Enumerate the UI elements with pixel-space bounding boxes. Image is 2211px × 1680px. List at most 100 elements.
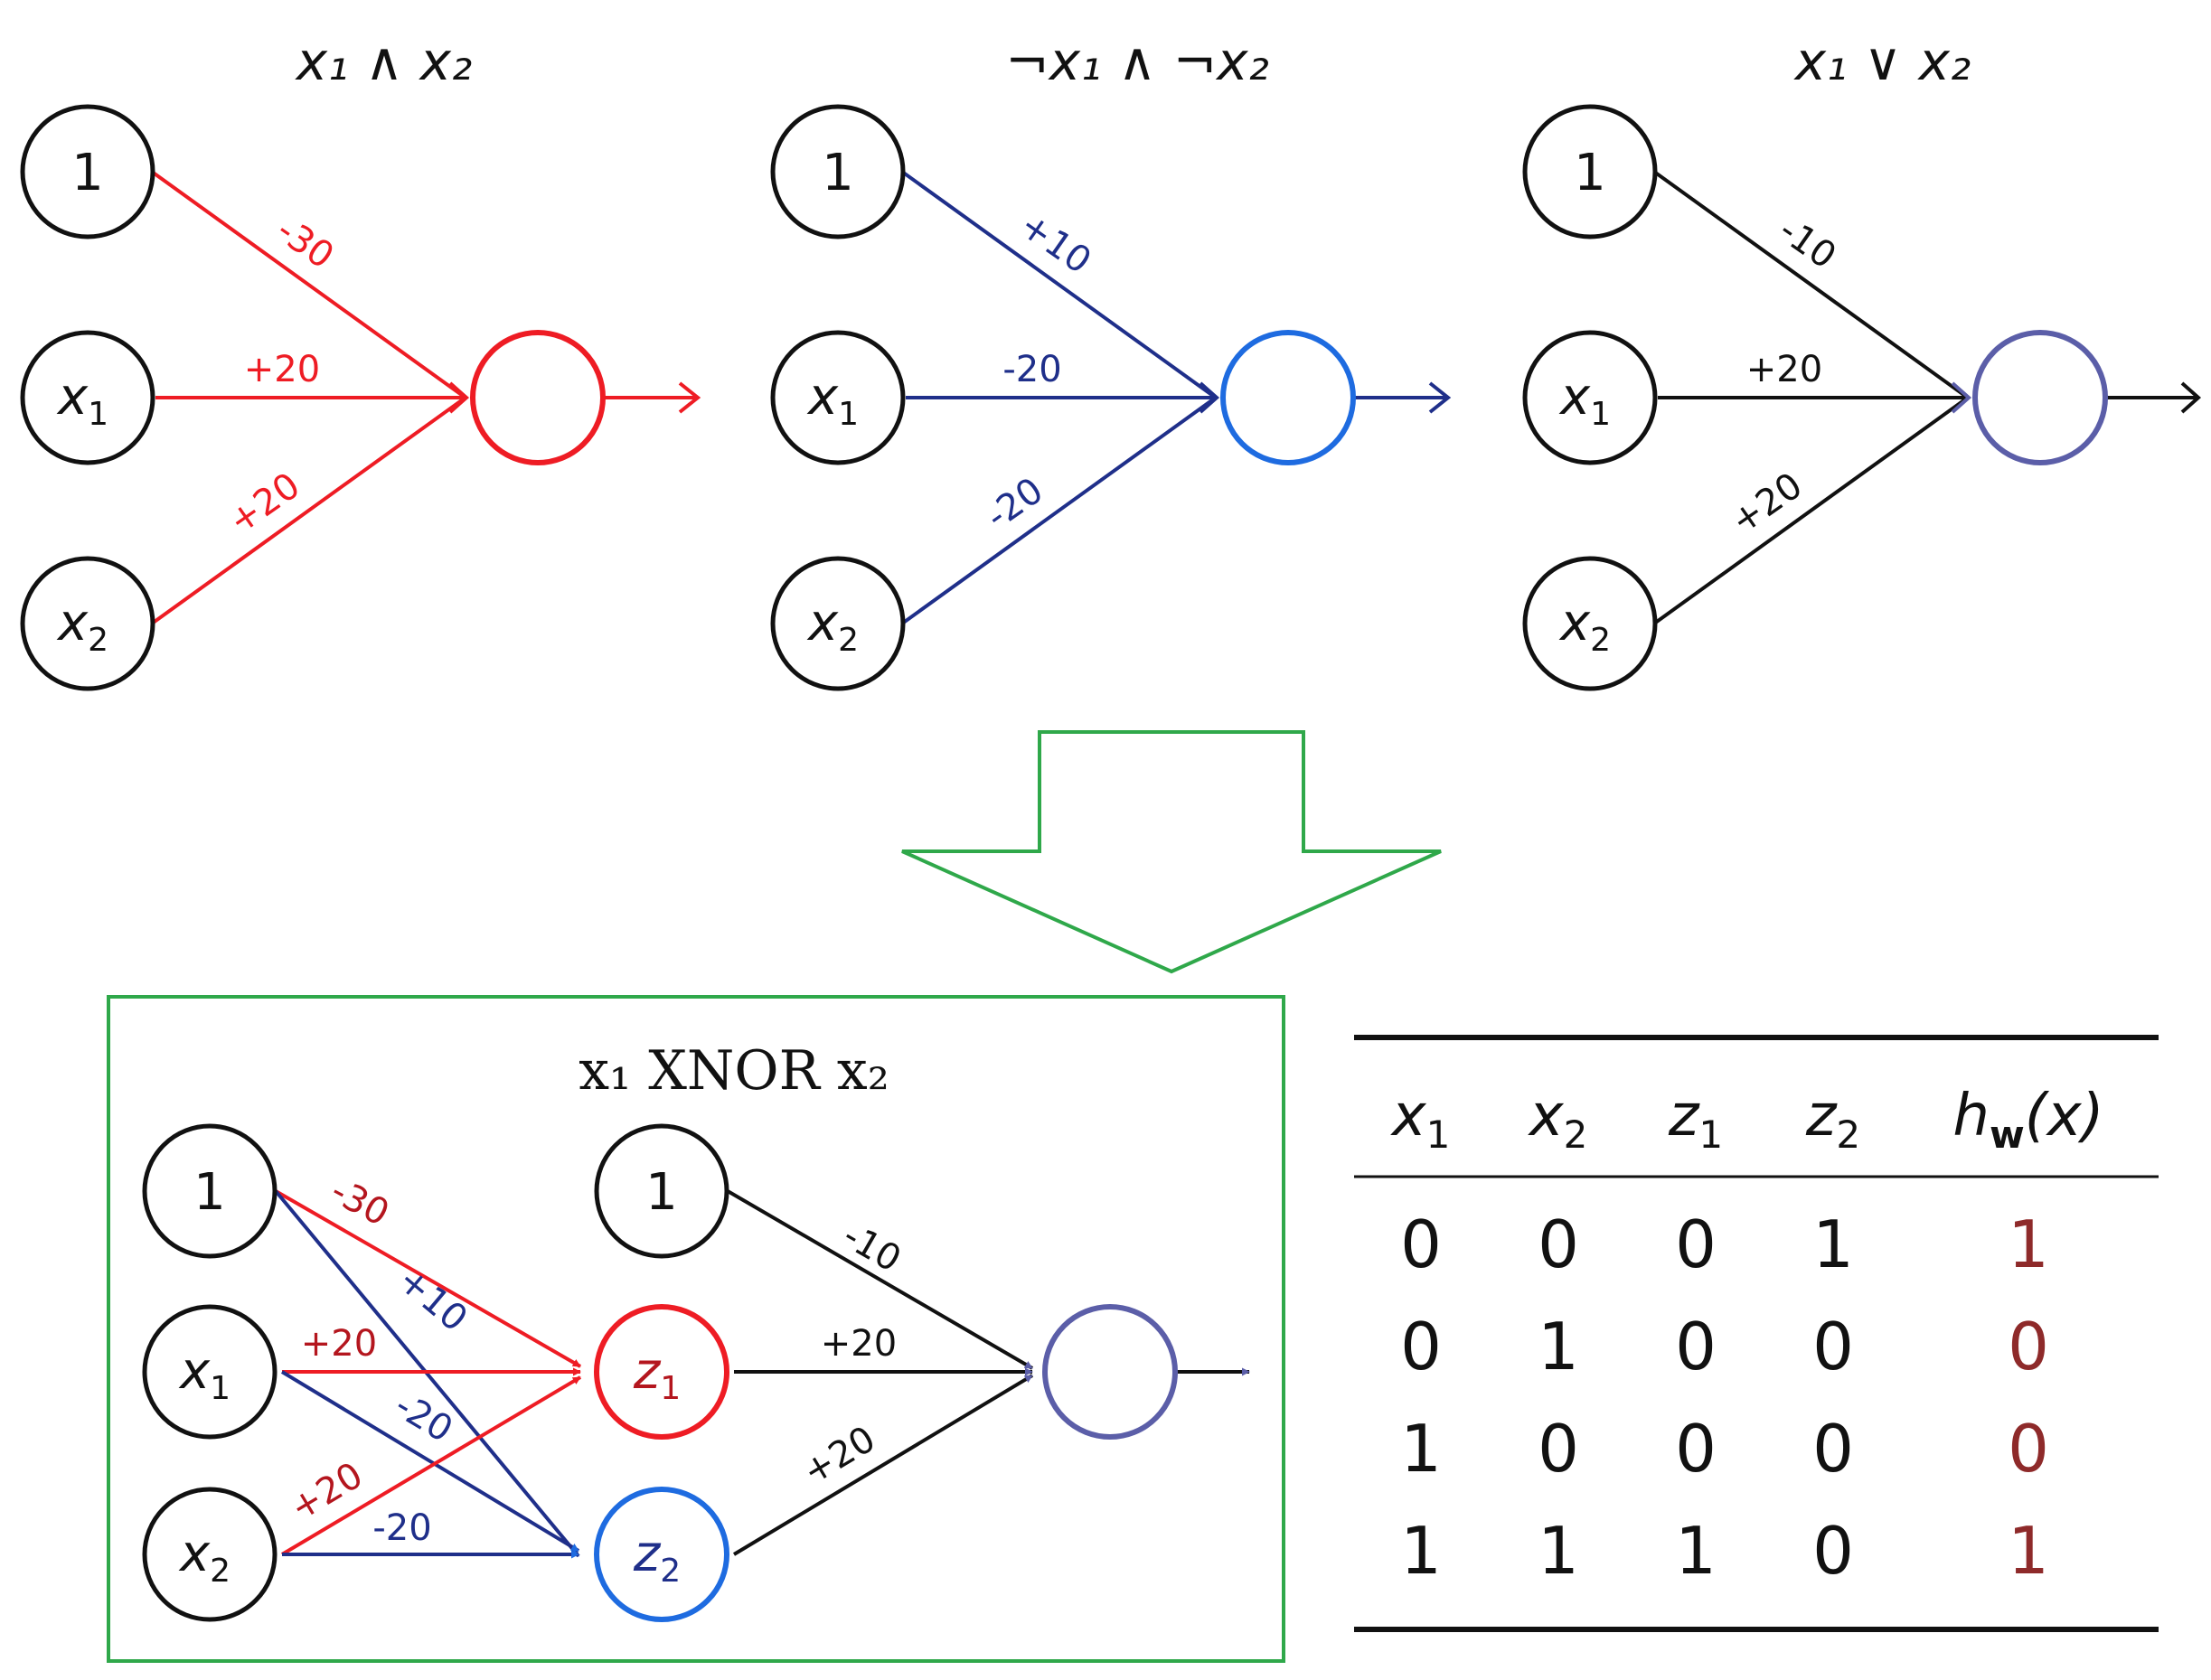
nor-weight-x1: -20 — [1002, 349, 1061, 390]
or-node-output — [1972, 330, 2108, 465]
and-output-arrow — [678, 381, 701, 414]
xnor-node-x2-label: x2 — [178, 1525, 231, 1590]
table-cell-x1-row3: 1 — [1400, 1411, 1442, 1487]
and-network: x₁ ∧ x₂ -30 +20 +20 1 x1 x2 — [20, 31, 701, 691]
or-edge-x2 — [1652, 398, 1967, 625]
xnor-weight-z2-out: +20 — [795, 1418, 882, 1493]
table-cell-z1-row3: 0 — [1675, 1411, 1717, 1487]
xnor-node-z2-label: z2 — [633, 1525, 681, 1590]
and-node-x2-label: x2 — [56, 594, 108, 659]
or-node-x2-label: x2 — [1558, 594, 1611, 659]
nor-node-x2-label: x2 — [806, 594, 859, 659]
xnor-weight-bias2-out: -10 — [836, 1215, 908, 1281]
table-cell-z2-row1: 1 — [1812, 1206, 1854, 1282]
or-arrowhead-in — [1951, 381, 1972, 414]
nor-node-x1 — [770, 330, 906, 465]
or-node-x2 — [1522, 556, 1658, 691]
table-cell-x1-row1: 0 — [1400, 1206, 1442, 1282]
table-cell-x2-row2: 1 — [1538, 1309, 1579, 1384]
xnor-node-z2 — [594, 1487, 729, 1622]
or-node-bias — [1522, 104, 1658, 239]
table-cell-z2-row4: 0 — [1812, 1513, 1854, 1589]
xnor-frame — [107, 995, 1285, 1663]
combine-down-arrow — [901, 730, 1442, 974]
xnor-network: x₁ XNOR x₂ -30 +10 +20 -20 +20 -20 -10 +… — [107, 995, 1285, 1663]
xnor-node-output — [1042, 1304, 1178, 1440]
table-cell-x2-row4: 1 — [1538, 1513, 1579, 1589]
nor-node-x1-label: x1 — [806, 368, 859, 433]
and-edge-x2 — [150, 398, 465, 625]
xnor-node-bias2-label: 1 — [645, 1163, 678, 1222]
table-cell-z2-row2: 0 — [1812, 1309, 1854, 1384]
or-weight-x2: +20 — [1724, 465, 1811, 542]
xnor-node-x1 — [142, 1304, 278, 1440]
table-header-x2: x2 — [1528, 1083, 1588, 1157]
or-node-x1-label: x1 — [1558, 368, 1611, 433]
xnor-edge-x1-z2 — [280, 1370, 580, 1553]
table-cell-x2-row1: 0 — [1538, 1206, 1579, 1282]
nor-edge-bias — [900, 170, 1215, 398]
and-arrowhead-in — [448, 381, 470, 414]
and-node-bias — [20, 104, 155, 239]
nor-node-bias-label: 1 — [822, 144, 854, 202]
xnor-edge-bias-z1 — [275, 1189, 581, 1368]
or-weight-bias: -10 — [1772, 210, 1844, 277]
nor-arrowhead-in — [1199, 381, 1220, 414]
table-cell-z1-row2: 0 — [1675, 1309, 1717, 1384]
nor-node-output — [1220, 330, 1356, 465]
table-cell-hw-row4: 1 — [2008, 1513, 2049, 1589]
table-header-hw: hw(x) — [1952, 1083, 2103, 1157]
xnor-node-x1-label: x1 — [178, 1342, 231, 1407]
and-node-bias-label: 1 — [71, 144, 104, 202]
and-weight-bias: -30 — [269, 210, 342, 277]
nor-weight-x2: -20 — [979, 470, 1051, 538]
and-node-x1 — [20, 330, 155, 465]
nor-network-title: ¬x₁ ∧ ¬x₂ — [1005, 31, 1269, 92]
xnor-node-bias — [142, 1123, 278, 1259]
table-header-z2: z2 — [1805, 1083, 1860, 1157]
table-cell-z1-row1: 0 — [1675, 1206, 1717, 1282]
or-network-title: x₁ ∨ x₂ — [1793, 31, 1971, 92]
and-weight-x2: +20 — [221, 465, 308, 542]
xnor-node-bias-label: 1 — [193, 1163, 226, 1222]
and-node-x1-label: x1 — [56, 368, 108, 433]
xnor-title: x₁ XNOR x₂ — [579, 1039, 889, 1103]
table-cell-hw-row2: 0 — [2008, 1309, 2049, 1384]
and-weight-x1: +20 — [244, 349, 320, 390]
or-network: x₁ ∨ x₂ -10 +20 +20 1 x1 x2 — [1522, 31, 2202, 691]
table-header-x1: x1 — [1390, 1083, 1451, 1157]
nor-network: ¬x₁ ∧ ¬x₂ +10 -20 -20 1 x1 x2 — [770, 31, 1452, 691]
or-node-bias-label: 1 — [1574, 144, 1606, 202]
or-node-x1 — [1522, 330, 1658, 465]
table-cell-x1-row2: 0 — [1400, 1309, 1442, 1384]
or-weight-x1: +20 — [1746, 349, 1822, 390]
or-output-arrow — [2180, 381, 2202, 414]
xnor-edge-x2-z1 — [280, 1375, 582, 1556]
table-cell-x1-row4: 1 — [1400, 1513, 1442, 1589]
nor-weight-bias: +10 — [1012, 204, 1099, 282]
and-network-title: x₁ ∧ x₂ — [295, 31, 472, 92]
xnor-edge-bias2-out — [726, 1189, 1034, 1370]
xnor-weight-x1-z1: +20 — [301, 1323, 377, 1365]
table-cell-hw-row3: 0 — [2008, 1411, 2049, 1487]
xnor-weight-x2-z1: +20 — [283, 1454, 370, 1529]
xnor-node-z1 — [594, 1304, 729, 1440]
table-cell-hw-row1: 1 — [2008, 1206, 2049, 1282]
nor-node-x2 — [770, 556, 906, 691]
xnor-weight-x2-z2: -20 — [372, 1507, 431, 1549]
xnor-node-bias2 — [594, 1123, 729, 1259]
and-node-output — [470, 330, 606, 465]
table-header-z1: z1 — [1668, 1083, 1723, 1157]
xnor-node-x2 — [142, 1487, 278, 1622]
or-edge-bias — [1652, 170, 1967, 398]
table-cell-z1-row4: 1 — [1675, 1513, 1717, 1589]
xnor-weight-bias-z2: +10 — [390, 1259, 475, 1340]
and-edge-bias — [150, 170, 465, 398]
xnor-edge-z2-out — [732, 1374, 1034, 1556]
table-cell-x2-row3: 0 — [1538, 1411, 1579, 1487]
truth-table: x1 x2 z1 z2 hw(x) 0 0 0 1 1 0 1 0 0 0 1 0 0 0 0 1 1 1 0 1 — [1354, 1035, 2159, 1632]
table-cell-z2-row3: 0 — [1812, 1411, 1854, 1487]
xnor-node-z1-label: z1 — [633, 1342, 681, 1407]
nor-edge-x2 — [900, 398, 1215, 625]
